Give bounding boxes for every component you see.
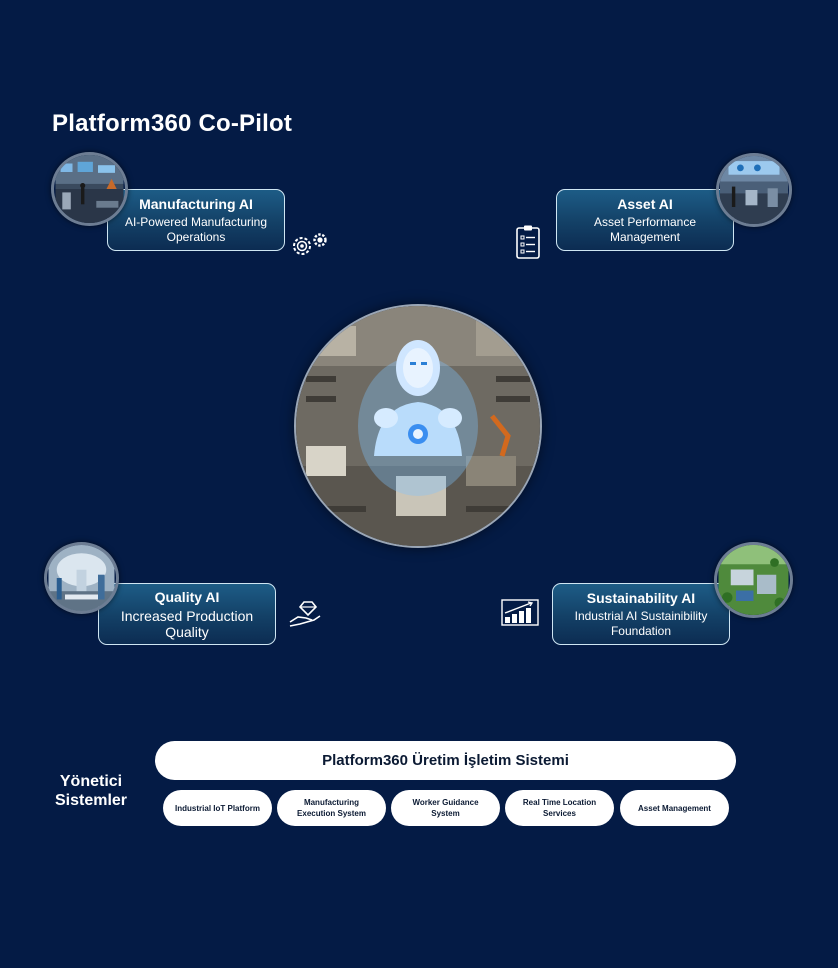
systems-row: Industrial IoT Platform Manufacturing Ex… [163,790,731,826]
system-pill[interactable]: Industrial IoT Platform [163,790,272,826]
manufacturing-thumbnail [51,152,128,226]
card-sustainability-ai[interactable]: Sustainability AI Industrial AI Sustaini… [552,583,730,645]
card-asset-ai[interactable]: Asset AI Asset Performance Management [556,189,734,251]
system-pill[interactable]: Manufacturing Execution System [277,790,386,826]
card-title: Asset AI [617,195,673,212]
quality-thumbnail [44,542,119,614]
growth-chart-icon [501,599,539,626]
sustainability-thumbnail [714,542,793,618]
card-title: Sustainability AI [586,589,696,606]
platform-bar[interactable]: Platform360 Üretim İşletim Sistemi [155,741,736,780]
ai-factory-hero-image [296,306,540,546]
card-subtitle: Asset Performance Management [593,214,697,244]
gears-icon [290,231,330,259]
card-subtitle: AI-Powered Manufacturing Operations [124,214,268,244]
hand-diamond-icon [288,600,322,628]
system-pill[interactable]: Worker Guidance System [391,790,500,826]
system-pill[interactable]: Real Time Location Services [505,790,614,826]
card-subtitle: Increased Production Quality [120,607,254,640]
clipboard-icon [514,224,542,260]
asset-thumbnail [716,153,792,227]
card-manufacturing-ai[interactable]: Manufacturing AI AI-Powered Manufacturin… [107,189,285,251]
side-label: Yönetici Sistemler [54,773,128,809]
card-subtitle: Industrial AI Sustainibility Foundation [574,608,708,638]
card-title: Quality AI [154,588,220,605]
card-title: Manufacturing AI [139,195,253,212]
system-pill[interactable]: Asset Management [620,790,729,826]
page-title: Platform360 Co-Pilot [52,110,293,137]
card-quality-ai[interactable]: Quality AI Increased Production Quality [98,583,276,645]
